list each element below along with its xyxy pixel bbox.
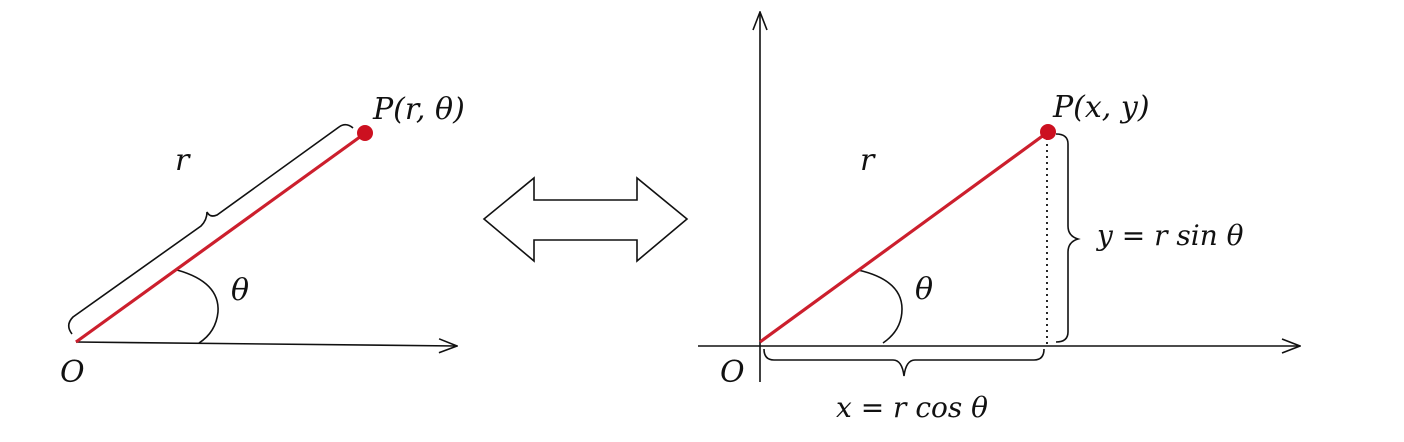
- y-brace: [1055, 133, 1081, 343]
- y-formula-label: y = r sin θ: [1095, 219, 1244, 252]
- cartesian-point: [1040, 124, 1056, 140]
- polar-axis: [75, 342, 457, 346]
- polar-origin-label: O: [60, 355, 85, 390]
- polar-radius-brace: [67, 123, 354, 335]
- polar-angle-arc: [176, 269, 219, 344]
- cartesian-radius-line: [759, 130, 1049, 344]
- polar-radius-label: r: [175, 143, 191, 178]
- polar-angle-label: θ: [231, 273, 249, 308]
- cartesian-panel: P(x, y) r θ y = r sin θ x = r cos θ O: [698, 12, 1300, 424]
- x-formula-label: x = r cos θ: [836, 391, 988, 424]
- polar-panel: P(r, θ) r θ O: [60, 92, 465, 390]
- cartesian-angle-label: θ: [915, 272, 933, 307]
- polar-radius-line: [75, 132, 365, 344]
- cartesian-radius-label: r: [860, 143, 876, 178]
- x-brace: [763, 348, 1045, 377]
- double-arrow-icon: [482, 176, 689, 263]
- polar-point: [357, 125, 373, 141]
- cartesian-point-label: P(x, y): [1052, 90, 1150, 125]
- cartesian-origin-label: O: [720, 355, 745, 390]
- cartesian-angle-arc: [857, 269, 903, 344]
- polar-point-label: P(r, θ): [372, 92, 465, 127]
